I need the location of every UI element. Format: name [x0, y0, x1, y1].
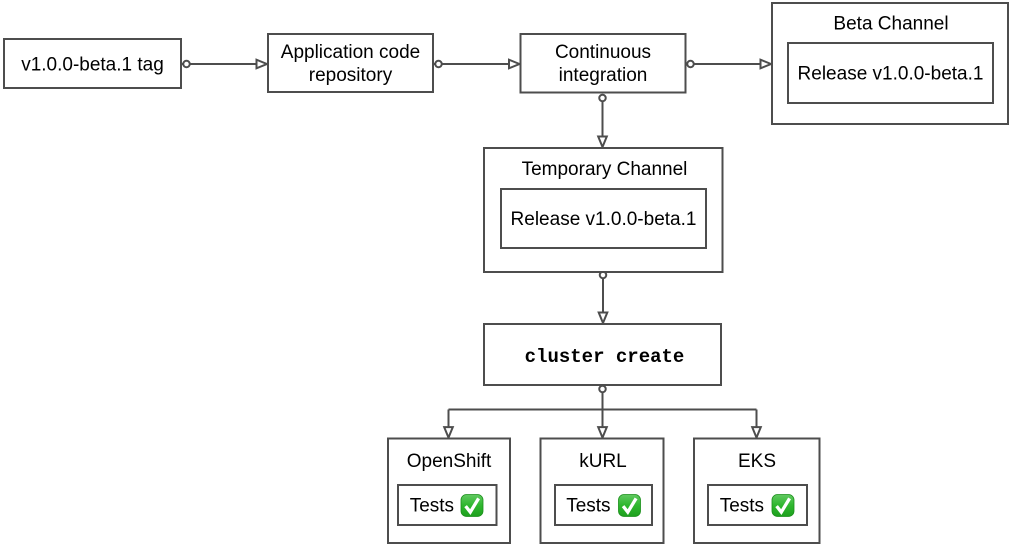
svg-text:cluster create: cluster create: [525, 346, 685, 368]
svg-text:integration: integration: [559, 65, 648, 86]
svg-text:repository: repository: [309, 65, 393, 86]
svg-text:Continuous: Continuous: [555, 42, 651, 63]
svg-text:v1.0.0-beta.1 tag: v1.0.0-beta.1 tag: [21, 55, 164, 76]
svg-text:Tests: Tests: [566, 496, 610, 517]
svg-text:Release v1.0.0-beta.1: Release v1.0.0-beta.1: [511, 209, 697, 230]
svg-text:EKS: EKS: [738, 451, 776, 472]
svg-text:Release v1.0.0-beta.1: Release v1.0.0-beta.1: [798, 64, 984, 85]
svg-text:Application code: Application code: [281, 42, 420, 63]
svg-text:Tests: Tests: [720, 496, 764, 517]
svg-text:Tests: Tests: [410, 496, 454, 517]
svg-text:kURL: kURL: [579, 451, 627, 472]
svg-text:Beta Channel: Beta Channel: [833, 13, 948, 34]
svg-text:OpenShift: OpenShift: [407, 451, 492, 472]
svg-text:Temporary Channel: Temporary Channel: [522, 159, 688, 180]
